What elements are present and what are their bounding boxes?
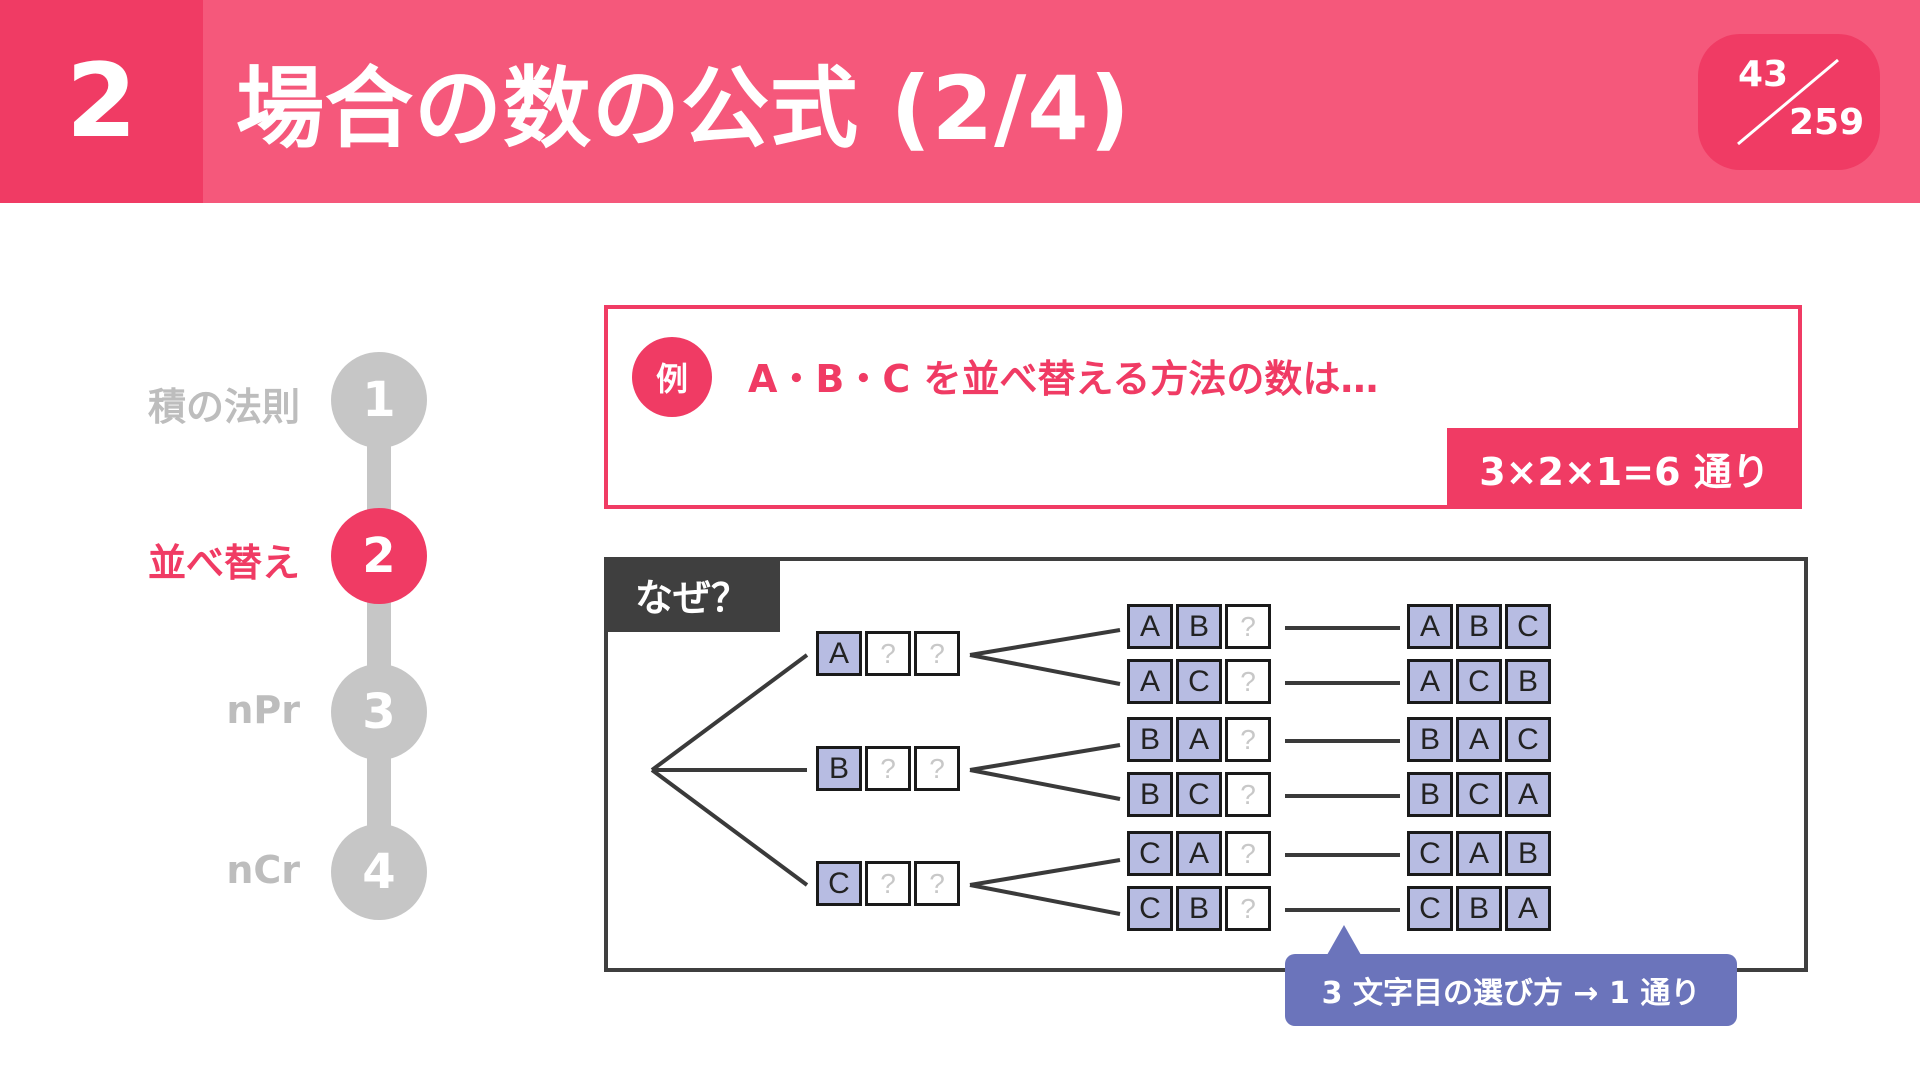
cell: A (1176, 717, 1222, 762)
step-2[interactable]: 2 (331, 508, 427, 604)
branch-b-bc (969, 768, 1121, 801)
branch-a-ac (969, 653, 1121, 686)
branch-c-ca (969, 858, 1121, 887)
cell: C (1176, 772, 1222, 817)
explanation-box (604, 557, 1808, 972)
example-badge: 例 (632, 337, 712, 417)
cell: A (1407, 659, 1453, 704)
cell: B (1127, 717, 1173, 762)
cell: C (816, 861, 862, 906)
cell: ? (1225, 831, 1271, 876)
step-label-1[interactable]: 積の法則 (147, 385, 300, 429)
cell: C (1505, 604, 1551, 649)
example-question: A・B・C を並べ替える方法の数は… (748, 357, 1379, 401)
page-title: 場合の数の公式 (2/4) (236, 57, 1131, 160)
example-box (604, 305, 1802, 509)
step-1[interactable]: 1 (331, 352, 427, 448)
branch-b-ba (969, 743, 1121, 772)
cell: C (1176, 659, 1222, 704)
step-label-3[interactable]: nPr (226, 688, 300, 732)
step-label-4[interactable]: nCr (226, 848, 300, 892)
branch-root-a (650, 653, 809, 772)
cell: ? (865, 861, 911, 906)
callout-pointer (1327, 925, 1361, 955)
cell: A (816, 631, 862, 676)
cell: ? (1225, 604, 1271, 649)
cell: B (1456, 886, 1502, 931)
cell: A (1176, 831, 1222, 876)
cell: B (1456, 604, 1502, 649)
branch-root-c (650, 768, 809, 887)
cell: A (1456, 831, 1502, 876)
example-answer: 3×2×1=6 通り (1447, 428, 1802, 509)
page-divider-slash (1737, 58, 1839, 146)
cell: ? (865, 631, 911, 676)
cell: C (1505, 717, 1551, 762)
page-current: 43 (1738, 54, 1789, 95)
cell: A (1407, 604, 1453, 649)
step-4[interactable]: 4 (331, 824, 427, 920)
page-total: 259 (1789, 102, 1865, 143)
step-3[interactable]: 3 (331, 664, 427, 760)
step-connector-line (367, 400, 391, 872)
cell: C (1456, 772, 1502, 817)
page-counter: 43 259 (1698, 34, 1880, 170)
cell: C (1407, 886, 1453, 931)
branch-a-ab (969, 628, 1121, 657)
cell: C (1456, 659, 1502, 704)
cell: C (1127, 831, 1173, 876)
third-letter-callout: 3 文字目の選び方 → 1 通り (1285, 954, 1737, 1026)
cell: ? (1225, 886, 1271, 931)
explanation-label: なぜ？ (604, 557, 780, 632)
cell: ? (1225, 717, 1271, 762)
chapter-number: 2 (0, 0, 203, 203)
cell: B (816, 746, 862, 791)
header-bar (0, 0, 1920, 203)
cell: B (1407, 717, 1453, 762)
cell: ? (1225, 772, 1271, 817)
cell: A (1127, 604, 1173, 649)
cell: B (1127, 772, 1173, 817)
cell: A (1456, 717, 1502, 762)
cell: B (1176, 886, 1222, 931)
cell: C (1407, 831, 1453, 876)
cell: B (1505, 659, 1551, 704)
cell: ? (865, 746, 911, 791)
cell: B (1176, 604, 1222, 649)
cell: B (1407, 772, 1453, 817)
cell: ? (914, 631, 960, 676)
cell: A (1127, 659, 1173, 704)
cell: ? (1225, 659, 1271, 704)
cell: C (1127, 886, 1173, 931)
cell: ? (914, 746, 960, 791)
cell: ? (914, 861, 960, 906)
step-label-2[interactable]: 並べ替え (147, 541, 300, 585)
cell: B (1505, 831, 1551, 876)
branch-c-cb (969, 883, 1121, 916)
cell: A (1505, 886, 1551, 931)
cell: A (1505, 772, 1551, 817)
